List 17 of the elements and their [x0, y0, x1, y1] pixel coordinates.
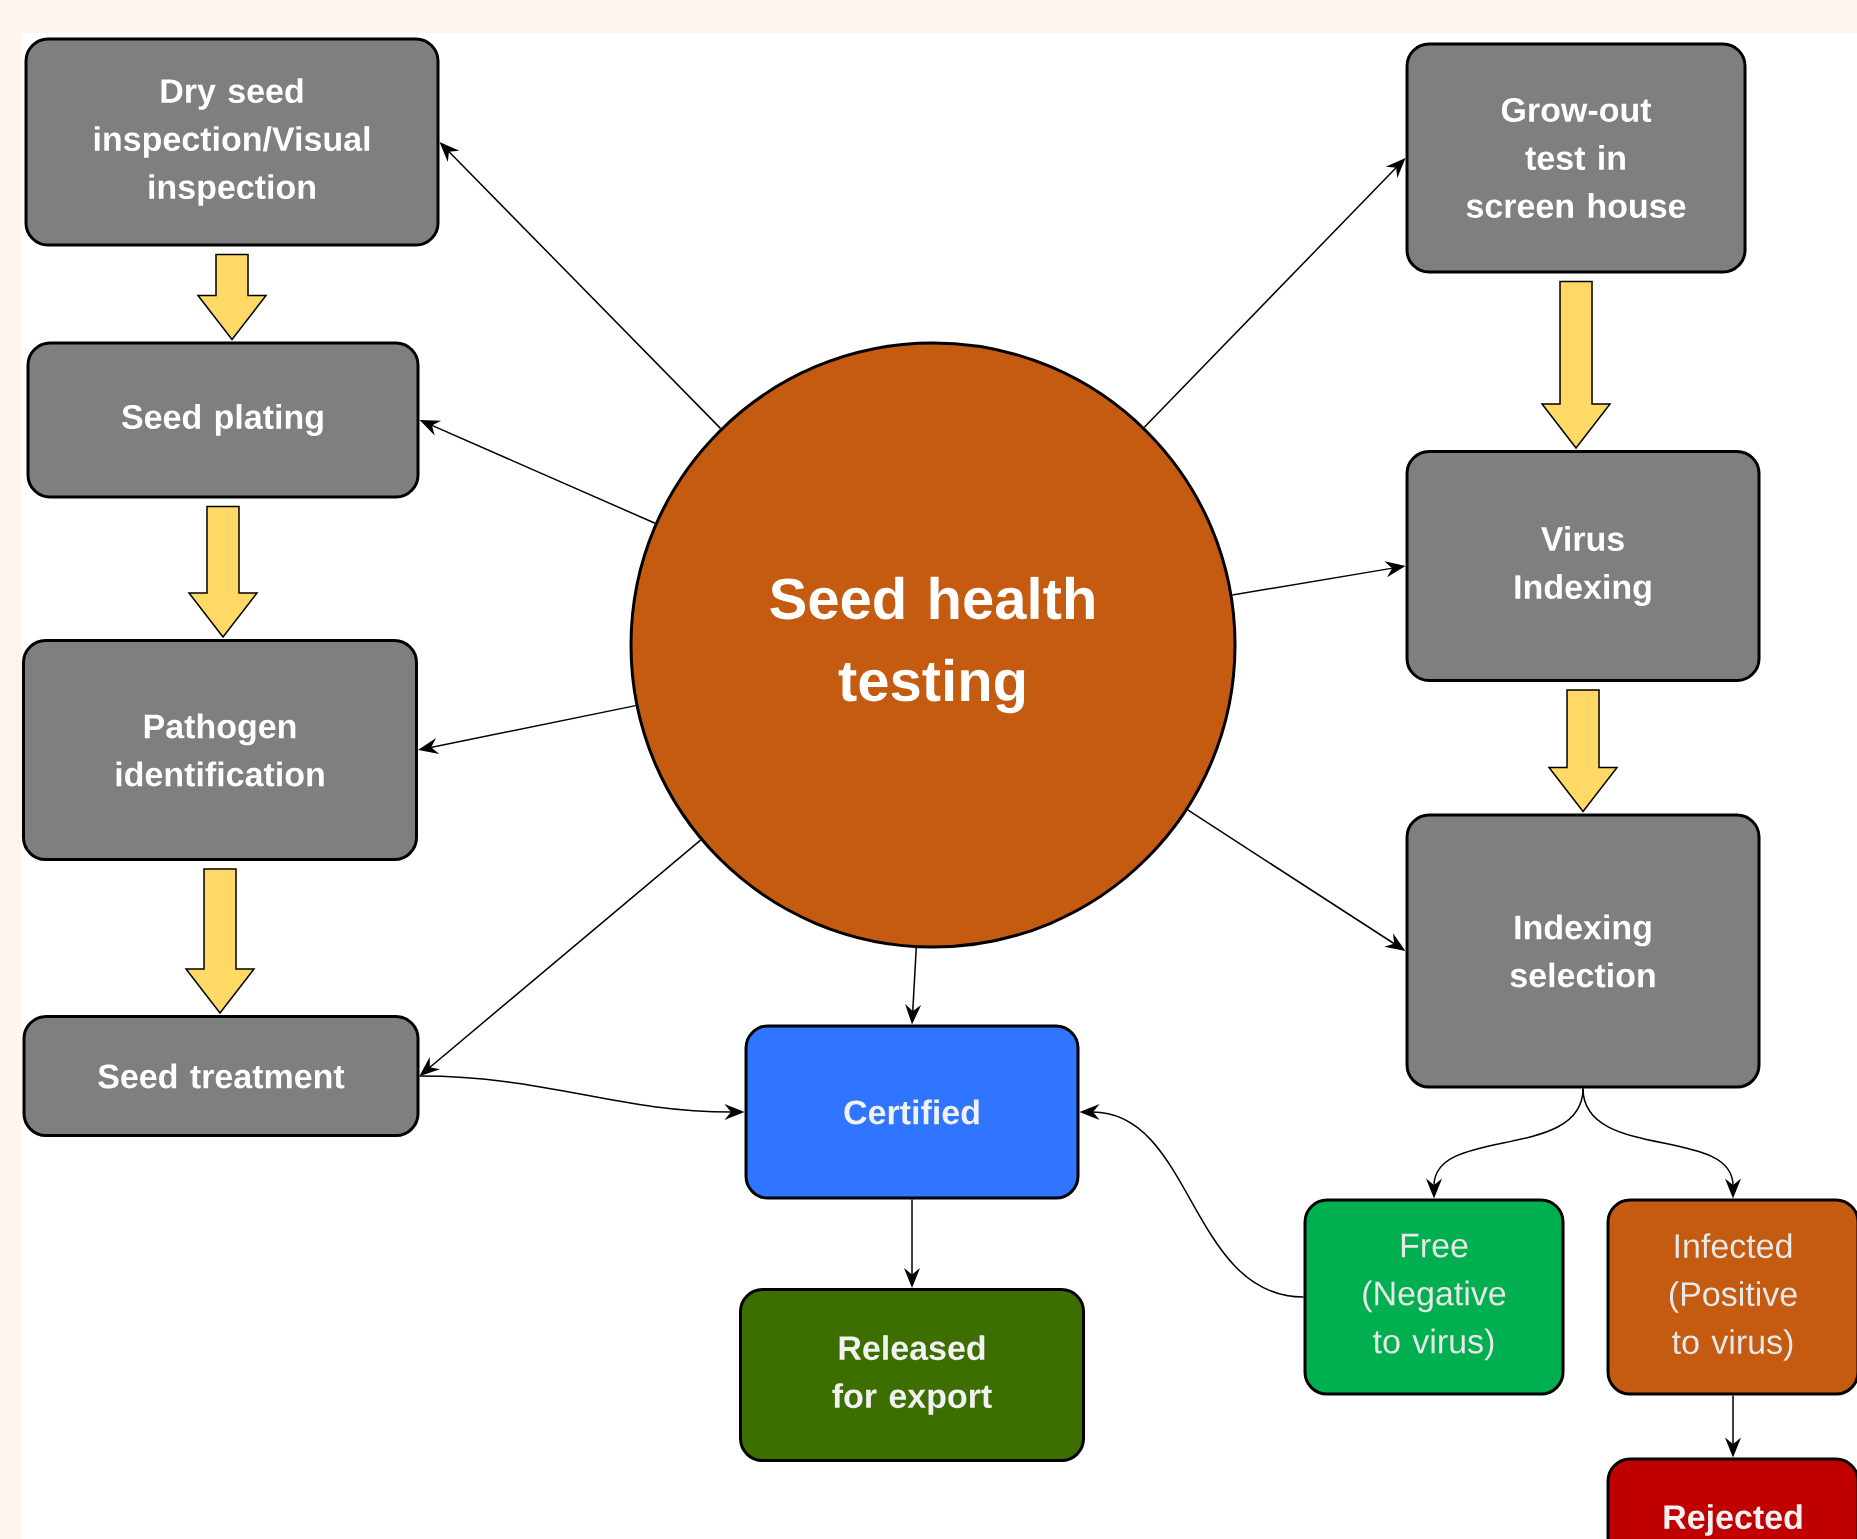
result-box: Certified [744, 1024, 1080, 1200]
process-box: Pathogen identification [22, 639, 418, 861]
result-box: Released for export [739, 1288, 1085, 1462]
result-box: Rejected [1606, 1457, 1857, 1539]
block-arrow [196, 253, 268, 341]
process-box: Seed plating [26, 341, 420, 499]
block-arrow [187, 505, 259, 639]
result-box: Infected (Positive to virus) [1606, 1198, 1857, 1396]
process-box: Virus Indexing [1405, 450, 1761, 682]
block-arrow [1547, 689, 1619, 813]
process-box: Indexing selection [1405, 813, 1761, 1089]
block-arrow [1540, 280, 1612, 450]
process-box: Dry seed inspection/Visual inspection [24, 37, 440, 247]
process-box: Seed treatment [22, 1015, 420, 1137]
process-box: Grow-out test in screen house [1405, 42, 1747, 274]
result-box: Free (Negative to virus) [1303, 1198, 1565, 1396]
block-arrow [184, 868, 256, 1015]
